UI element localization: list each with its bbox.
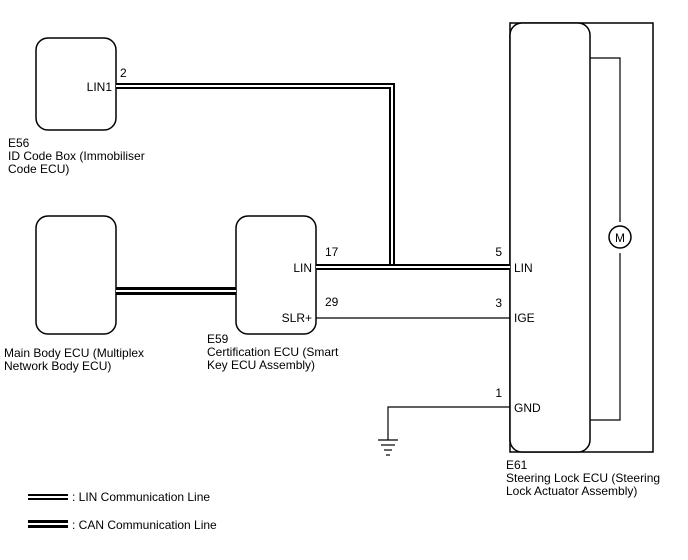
- idcode-name-2: Code ECU): [8, 162, 69, 176]
- certification-ecu-box: [235, 215, 317, 335]
- mainbody-name-2: Network Body ECU): [4, 359, 111, 373]
- sl-name-2: Lock Actuator Assembly): [506, 484, 637, 498]
- main-body-ecu-box: [35, 215, 117, 335]
- cert-code: E59: [207, 332, 229, 346]
- motor-wire-bottom: [590, 253, 621, 421]
- mainbody-name-1: Main Body ECU (Multiplex: [4, 346, 144, 360]
- steering-lock-ecu-box: [509, 22, 591, 453]
- sl-lin-number: 5: [495, 245, 502, 259]
- sl-name-1: Steering Lock ECU (Steering: [506, 471, 660, 485]
- cert-slr-number: 29: [325, 295, 339, 309]
- cert-name-1: Certification ECU (Smart: [207, 345, 339, 359]
- gnd-wire: [387, 406, 510, 440]
- legend-lin-label: : LIN Communication Line: [72, 490, 210, 504]
- cert-slr-label: SLR+: [282, 311, 312, 325]
- sl-code: E61: [506, 458, 528, 472]
- cert-lin-number: 17: [325, 245, 339, 259]
- sl-ige-label: IGE: [514, 311, 535, 325]
- motor-wire-top: [590, 57, 621, 222]
- legend-can-label: : CAN Communication Line: [72, 518, 217, 532]
- cert-name-2: Key ECU Assembly): [207, 358, 315, 372]
- idcode-name-1: ID Code Box (Immobiliser: [8, 149, 145, 163]
- sl-lin-label: LIN: [514, 261, 533, 275]
- idcode-pin-number: 2: [120, 66, 127, 80]
- motor-icon: [608, 225, 632, 249]
- sl-gnd-label: GND: [514, 401, 541, 415]
- motor-label: M: [615, 231, 625, 245]
- sl-ige-number: 3: [495, 296, 502, 310]
- idcode-code: E56: [8, 136, 30, 150]
- sl-gnd-number: 1: [495, 386, 502, 400]
- cert-lin-label: LIN: [293, 261, 312, 275]
- idcode-pin-label: LIN1: [87, 80, 113, 94]
